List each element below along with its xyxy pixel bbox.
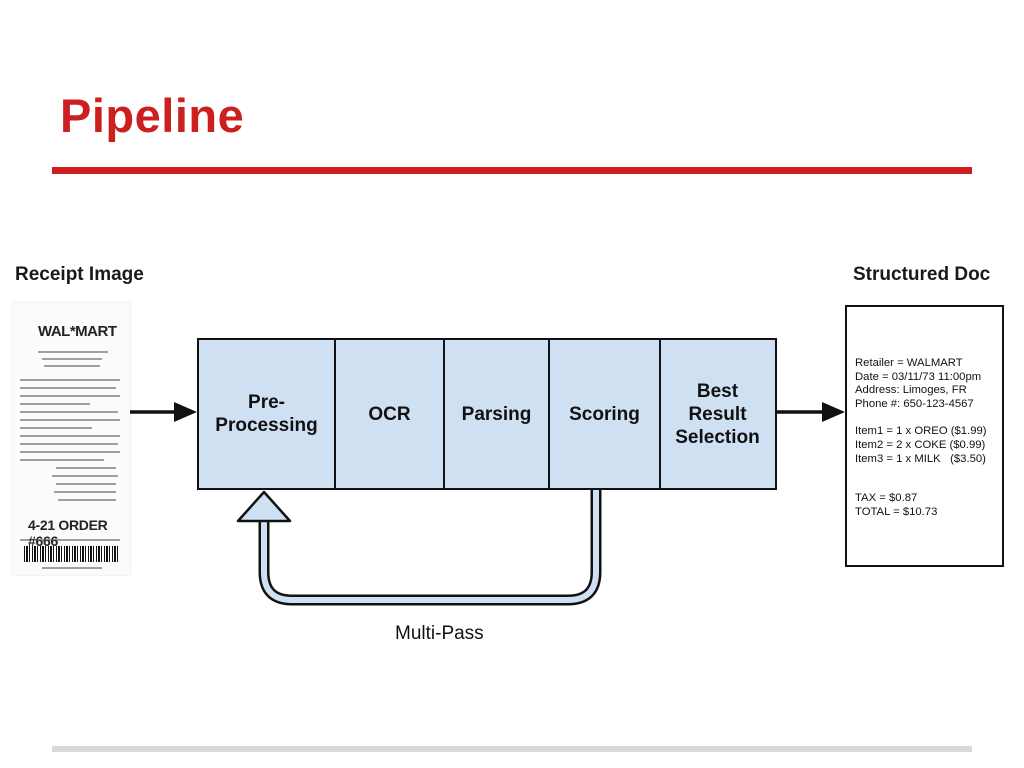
multi-pass-loop-arrow [236,490,602,606]
stage-best-result-selection: Best Result Selection [675,380,760,448]
stage-scoring: Scoring [550,340,661,488]
multi-pass-label: Multi-Pass [395,623,484,644]
receipt-image: WAL*MART 4-21 ORDER #666 [12,303,130,575]
slide-title: Pipeline [60,89,245,142]
receipt-order-number: 4-21 ORDER #666 [28,517,108,549]
doc-item-3: Item3 = 1 x MILK ($3.50) [855,452,986,465]
doc-address: Address: Limoges, FR [855,384,967,397]
doc-item-1: Item1 = 1 x OREO ($1.99) [855,425,987,438]
footer-rule [52,746,972,752]
pipeline-stages: Pre- Processing OCR Parsing Scoring Best… [197,338,777,490]
stage-ocr: OCR [336,340,445,488]
stage-parsing: Parsing [445,340,550,488]
doc-item-2: Item2 = 2 x COKE ($0.99) [855,438,986,451]
doc-retailer: Retailer = WALMART [855,357,963,369]
receipt-logo: WAL*MART [38,323,117,340]
structured-doc-label: Structured Doc [853,264,991,285]
doc-phone: Phone #: 650-123-4567 [855,397,974,410]
doc-tax: TAX = $0.87 [855,492,918,505]
doc-total: TOTAL = $10.73 [855,505,938,518]
doc-date: Date = 03/11/73 11:00pm [855,370,982,383]
structured-doc-box: Retailer = WALMART Date = 03/11/73 11:00… [845,305,1004,567]
receipt-barcode [24,546,118,562]
receipt-image-label: Receipt Image [15,264,144,285]
title-underline [52,167,972,174]
output-arrow [777,402,845,422]
stage-pre-processing: Pre- Processing [199,340,336,488]
input-arrow [130,402,197,422]
